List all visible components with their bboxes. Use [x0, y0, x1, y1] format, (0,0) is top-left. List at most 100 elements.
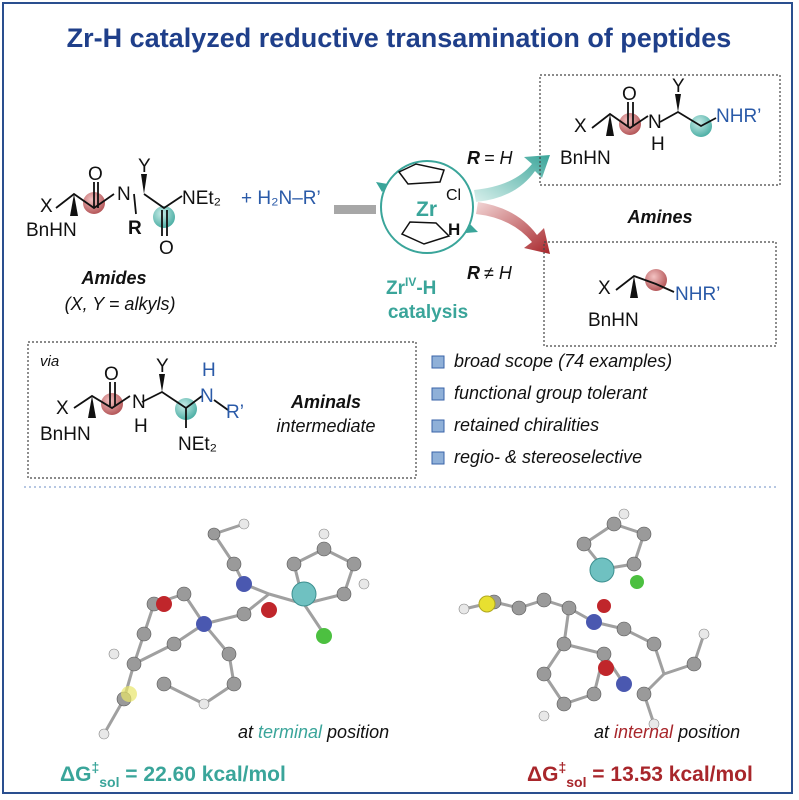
right-energy-barrier: ΔG‡sol = 13.53 kcal/mol	[527, 759, 753, 790]
int-y-substituent: Y	[156, 356, 169, 377]
amide-reactant-structure: X O N Y NEt₂ O R BnHN + H₂N–R’ Amides (X…	[26, 156, 321, 314]
condition-r-equals-h: R= H	[467, 148, 514, 168]
feature-bullet	[431, 419, 445, 433]
int-carbonyl-oxygen: O	[104, 364, 119, 385]
top-product-structure: X O N H Y NHR’ BnHN	[560, 76, 761, 169]
feature-bullet	[431, 355, 445, 369]
chlorine-atom	[630, 575, 644, 589]
left-caption-post: position	[322, 722, 389, 742]
nitrogen-atom	[586, 614, 602, 630]
diethylamide-group: NEt₂	[182, 188, 221, 209]
top-nhr-group: NHR’	[716, 106, 761, 127]
intermediate-box	[27, 341, 417, 479]
catalysis-label: catalysis	[388, 302, 468, 323]
aminals-label: Aminals	[290, 392, 361, 412]
sulfur-atom	[121, 686, 137, 702]
condition-neq-h: ≠ H	[484, 263, 513, 283]
amides-sublabel: (X, Y = alkyls)	[65, 294, 176, 314]
nitrogen-atom	[236, 576, 252, 592]
scheme-canvas: Zr-H catalyzed reductive transamination …	[24, 23, 781, 790]
condition-r-symbol-1: R	[467, 148, 480, 168]
int-nh-nitrogen: N	[200, 386, 214, 407]
int-amide-nitrogen: N	[132, 392, 146, 413]
arrow-to-bottom-product	[476, 202, 550, 254]
condition-eq-h: = H	[484, 148, 514, 168]
top-carbonyl-highlight	[619, 113, 641, 135]
cyclopentadienyl-ring-bottom	[400, 221, 451, 245]
feature-bullet	[431, 387, 445, 401]
reaction-arrow-bar	[334, 205, 376, 214]
y-substituent: Y	[138, 156, 151, 177]
top-amide-h: H	[651, 134, 665, 155]
catalyst-name-sup: IV	[405, 275, 416, 289]
top-carbonyl-oxygen: O	[622, 84, 637, 105]
right-energy-symbol: ΔG	[527, 763, 558, 786]
zirconium-atom	[291, 581, 317, 607]
zirconium-atom	[589, 557, 615, 583]
feature-item: broad scope (74 examples)	[454, 351, 672, 371]
int-bnhn-group: BnHN	[40, 424, 91, 445]
bnhn-group: BnHN	[26, 220, 77, 241]
amide-nitrogen: N	[117, 184, 131, 205]
intermediate-carbonyl-highlight	[101, 393, 123, 415]
cycle-arrowhead-1	[376, 182, 388, 192]
page-title: Zr-H catalyzed reductive transamination …	[67, 23, 732, 53]
left-caption-pre: at	[238, 722, 258, 742]
condition-r-not-h: R≠ H	[467, 263, 513, 283]
amides-label: Amides	[80, 268, 146, 288]
top-x-substituent: X	[574, 116, 587, 137]
bottom-bnhn-group: BnHN	[588, 310, 639, 331]
top-bnhn-group: BnHN	[560, 148, 611, 169]
catalyst-name-main: Zr	[386, 278, 406, 299]
bottom-product-box	[543, 241, 777, 347]
int-nh-h: H	[202, 360, 216, 381]
top-y-substituent: Y	[672, 76, 685, 97]
feature-item: retained chiralities	[454, 415, 599, 435]
chlorine-atom	[316, 628, 332, 644]
x-substituent: X	[40, 196, 53, 217]
right-caption-pre: at	[594, 722, 614, 742]
amines-label: Amines	[626, 207, 692, 227]
left-energy-symbol: ΔG	[60, 763, 91, 786]
amine-reagent: + H₂N–R’	[241, 188, 321, 209]
cyclopentadienyl-ring-top	[397, 163, 445, 185]
aminal-intermediate-structure: via X O N H Y H N R’ NEt₂ BnHN Aminals i…	[40, 353, 376, 455]
int-x-substituent: X	[56, 398, 69, 419]
carbonyl-oxygen-2: O	[159, 238, 174, 259]
right-caption-highlight: internal	[614, 722, 674, 742]
n-substituent-r: R	[128, 218, 142, 239]
feature-item: functional group tolerant	[454, 383, 648, 403]
carbonyl-highlight-teal	[153, 206, 175, 228]
left-energy-sub: sol	[99, 774, 119, 790]
via-label: via	[40, 353, 59, 370]
left-position-caption: at terminal position	[238, 722, 389, 742]
int-r-prime: R’	[226, 402, 244, 423]
zr-atom: Zr	[416, 198, 437, 221]
chloride-ligand: Cl	[446, 187, 461, 204]
carbonyl-oxygen-1: O	[88, 164, 103, 185]
catalyst-name-tail: -H	[416, 278, 436, 299]
bottom-x-substituent: X	[598, 278, 611, 299]
terminal-transition-state-model	[98, 518, 370, 740]
left-energy-value: = 22.60 kcal/mol	[119, 763, 285, 786]
sulfur-atom	[478, 595, 496, 613]
top-product-box	[539, 74, 781, 186]
int-amide-h: H	[134, 416, 148, 437]
right-energy-sub: sol	[566, 774, 586, 790]
oxygen-atom	[597, 599, 611, 613]
nitrogen-atom	[196, 616, 212, 632]
right-caption-post: position	[673, 722, 740, 742]
internal-transition-state-model	[458, 508, 710, 730]
cycle-arrowhead-2	[466, 224, 478, 233]
oxygen-atom	[598, 660, 614, 676]
feature-bullet	[431, 451, 445, 465]
right-position-caption: at internal position	[594, 722, 740, 742]
oxygen-atom	[156, 596, 172, 612]
left-energy-sup: ‡	[91, 759, 99, 775]
int-net2-group: NEt₂	[178, 434, 217, 455]
left-caption-highlight: terminal	[258, 722, 323, 742]
condition-r-symbol-2: R	[467, 263, 480, 283]
arrow-to-top-product	[474, 155, 550, 202]
zirconium-catalyst: Zr Cl H ZrIV-H catalysis	[376, 160, 478, 323]
